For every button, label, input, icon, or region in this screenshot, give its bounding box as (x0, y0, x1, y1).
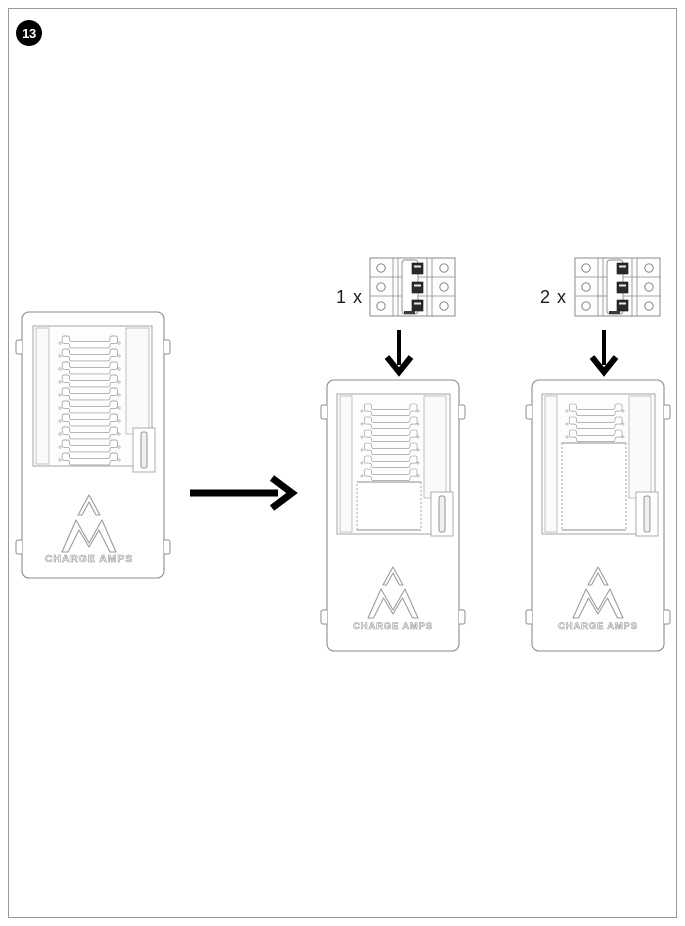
breaker-2x-din-clip (609, 311, 620, 314)
logo-peak-small (77, 494, 101, 516)
breaker-module-1x[interactable] (369, 257, 456, 317)
panel-before-perforations (58, 341, 121, 462)
charge-amps-logo-two (572, 566, 624, 619)
breaker-module-2x[interactable] (574, 257, 661, 317)
breaker-2x-quantity-label: 2 x (540, 287, 568, 307)
transform-arrow (190, 475, 298, 511)
panel-two-tab-right-top (664, 404, 671, 420)
panel-two-tab-right-bottom (664, 609, 671, 625)
panel-before[interactable]: CHARGE AMPS (15, 311, 171, 579)
brand-text-one: CHARGE AMPS (353, 621, 433, 632)
panel-two-tab-left-bottom (525, 609, 532, 625)
step-number-badge: 13 (16, 20, 42, 46)
panel-one-tab-left-top (320, 404, 327, 420)
logo-peak-large-one (367, 588, 419, 619)
panel-one-tab-left-bottom (320, 609, 327, 625)
panel-two-breakers[interactable]: CHARGE AMPS (525, 379, 671, 652)
panel-one-rail-left (339, 395, 353, 533)
brand-text-two: CHARGE AMPS (558, 621, 638, 632)
down-arrow-1x (384, 330, 414, 377)
panel-one-tab-right-bottom (459, 609, 466, 625)
breaker-1x-quantity-label: 1 x (336, 287, 364, 307)
breaker-1x-din-clip (404, 311, 415, 314)
breaker-1x-toggles[interactable] (411, 262, 424, 312)
panel-two-tab-left-top (525, 404, 532, 420)
charge-amps-logo-one (367, 566, 419, 619)
logo-peak-small-one (382, 566, 404, 586)
panel-before-slot-bar (140, 431, 148, 469)
panel-one-breaker-cutout (356, 481, 422, 531)
logo-peak-large-two (572, 588, 624, 619)
panel-two-knockout-group[interactable] (568, 403, 623, 442)
panel-before-tab-right-bottom (164, 539, 171, 555)
panel-two-rail-right (628, 395, 652, 499)
panel-one-slot-bar (438, 495, 446, 533)
panel-one-perforations (360, 409, 420, 478)
panel-two-rail-left (544, 395, 558, 533)
breaker-2x-toggles[interactable] (616, 262, 629, 312)
charge-amps-logo-before (61, 494, 117, 553)
panel-one-breaker[interactable]: CHARGE AMPS (320, 379, 466, 652)
logo-peak-large (61, 519, 117, 553)
panel-before-rail-left (35, 327, 50, 465)
down-arrow-2x (589, 330, 619, 377)
panel-before-rail-right (125, 327, 150, 435)
brand-text-before: CHARGE AMPS (45, 553, 133, 565)
panel-one-tab-right-top (459, 404, 466, 420)
panel-two-slot-bar (643, 495, 651, 533)
panel-two-perforations (565, 409, 625, 439)
panel-two-breaker-cutout (561, 442, 627, 531)
logo-peak-small-two (587, 566, 609, 586)
panel-before-tab-right-top (164, 339, 171, 355)
panel-before-tab-left-top (15, 339, 22, 355)
panel-before-tab-left-bottom (15, 539, 22, 555)
panel-one-rail-right (423, 395, 447, 499)
